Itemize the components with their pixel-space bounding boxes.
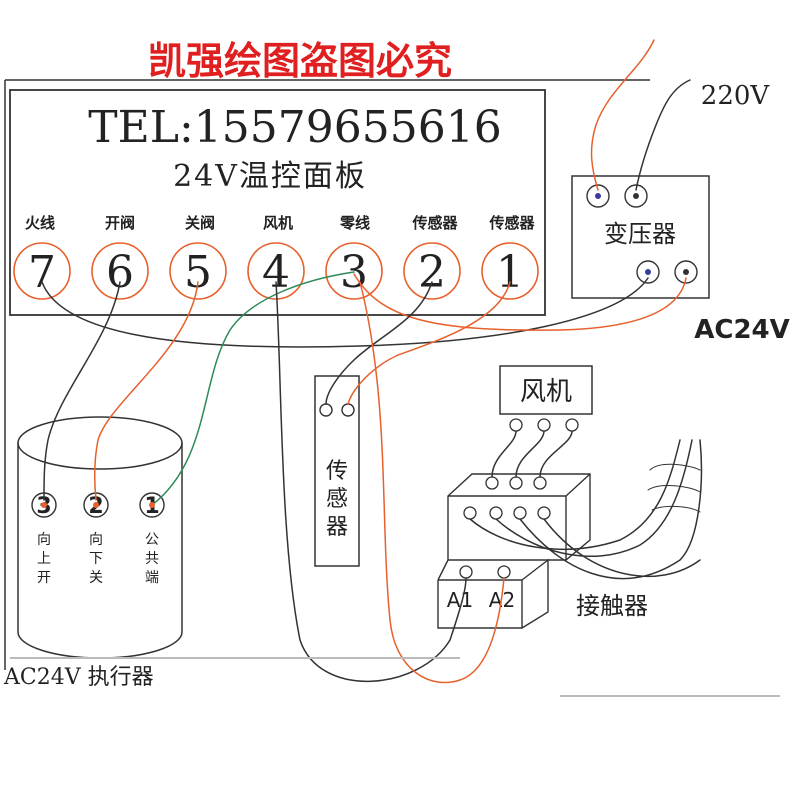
actuator-dot-3 bbox=[41, 502, 47, 508]
transformer-label: 变压器 bbox=[604, 220, 676, 248]
transformer-terminal-dot bbox=[633, 193, 639, 199]
wire-3-to-transformer bbox=[353, 273, 687, 331]
sensor-label-1: 传 bbox=[326, 459, 348, 484]
contactor-terminal bbox=[509, 476, 523, 490]
wire-3-to-contactor-a2 bbox=[359, 281, 505, 684]
wire-4-to-contactor-a1 bbox=[275, 281, 467, 683]
terminal-label-4: 风机 bbox=[263, 214, 293, 232]
terminal-num-5: 5 bbox=[184, 247, 212, 298]
wire-power-cable-1 bbox=[469, 439, 681, 550]
terminal-circle-1 bbox=[481, 242, 539, 300]
transformer-terminal-dot bbox=[595, 193, 601, 199]
terminal-circle-2 bbox=[403, 242, 461, 300]
contactor-a2-terminal bbox=[497, 565, 511, 579]
terminal-label-7: 火线 bbox=[25, 214, 55, 232]
contactor-a1-terminal bbox=[459, 565, 473, 579]
fan-box bbox=[499, 365, 593, 415]
transformer-terminal-out-1 bbox=[636, 260, 660, 284]
fan-terminal-1 bbox=[509, 418, 523, 432]
wire-5-to-actuator-2 bbox=[93, 281, 199, 501]
fan-terminal-2 bbox=[537, 418, 551, 432]
transformer-output-label: AC24V bbox=[694, 315, 790, 345]
contactor-terminal bbox=[513, 506, 527, 520]
terminal-label-6: 开阀 bbox=[105, 214, 135, 232]
actuator-desc-2a: 向 bbox=[89, 532, 103, 548]
contactor-terminal bbox=[489, 506, 503, 520]
sensor-terminal-2 bbox=[341, 403, 355, 417]
actuator-desc-3b: 上 bbox=[37, 551, 51, 567]
terminal-dots bbox=[41, 502, 155, 508]
contactor-terminal bbox=[533, 476, 547, 490]
terminal-circle-4 bbox=[247, 242, 305, 300]
contactor-terminal bbox=[463, 506, 477, 520]
contactor-label: 接触器 bbox=[576, 592, 648, 620]
transformer-terminal-dot bbox=[645, 269, 651, 275]
actuator-desc-1a: 公 bbox=[145, 532, 159, 548]
wire-7-to-transformer bbox=[41, 277, 649, 348]
wire-6-to-actuator-3 bbox=[43, 281, 121, 501]
terminal-num-7: 7 bbox=[28, 247, 56, 298]
actuator-desc-3c: 开 bbox=[37, 570, 51, 586]
wire-contactor-to-fan-2 bbox=[515, 430, 545, 478]
wire-power-cable-2 bbox=[495, 439, 693, 558]
actuator-desc-1c: 端 bbox=[145, 570, 159, 586]
wire-contactor-to-fan-3 bbox=[539, 430, 573, 478]
wire-contactor-to-fan-1 bbox=[491, 430, 517, 478]
outer-frame bbox=[4, 79, 650, 670]
contactor-terminal bbox=[485, 476, 499, 490]
contactor-terminal bbox=[537, 506, 551, 520]
sensor-box bbox=[314, 375, 360, 567]
contactor-top-block bbox=[447, 473, 591, 561]
transformer-terminal-in-1 bbox=[586, 184, 610, 208]
transformer-box bbox=[571, 175, 710, 299]
contactor-bottom-block bbox=[437, 558, 549, 629]
terminal-circle-6 bbox=[91, 242, 149, 300]
transformer-terminal-out-2 bbox=[674, 260, 698, 284]
sensor-label-2: 感 bbox=[326, 487, 348, 512]
wire-220v-neutral bbox=[635, 79, 691, 191]
actuator-desc-3a: 向 bbox=[37, 532, 51, 548]
actuator-bottom bbox=[17, 631, 183, 659]
sensor-label-3: 器 bbox=[326, 515, 348, 540]
watermark-text: 凯强绘图盗图必究 bbox=[148, 39, 452, 83]
panel-tel: TEL:15579655616 bbox=[88, 102, 501, 153]
terminal-num-2: 2 bbox=[418, 247, 446, 298]
terminal-circle-7 bbox=[13, 242, 71, 300]
wire-3-to-actuator-1 bbox=[151, 271, 355, 506]
sensor-terminal-1 bbox=[319, 403, 333, 417]
bottom-shadow-line bbox=[10, 657, 780, 697]
actuator-label: AC24V 执行器 bbox=[3, 665, 154, 690]
wire-220v-live bbox=[590, 39, 655, 191]
terminal-circle-3 bbox=[325, 242, 383, 300]
actuator-desc-2b: 下 bbox=[89, 551, 103, 567]
actuator-top bbox=[17, 416, 183, 470]
transformer-terminal-dot bbox=[683, 269, 689, 275]
terminal-circle-5 bbox=[169, 242, 227, 300]
actuator-dot-2 bbox=[93, 502, 99, 508]
actuator-desc-2c: 关 bbox=[89, 570, 103, 586]
fan-terminal-3 bbox=[565, 418, 579, 432]
cable-bundle-marks bbox=[647, 463, 701, 513]
wire-power-cable-3 bbox=[519, 439, 703, 580]
fan-label: 风机 bbox=[520, 377, 572, 407]
terminal-label-5: 关阀 bbox=[185, 214, 215, 232]
actuator: 3 2 1 向 上 开 向 下 关 公 共 端 bbox=[17, 416, 183, 659]
actuator-desc-1b: 共 bbox=[145, 551, 159, 567]
wire-2-to-sensor bbox=[325, 281, 433, 405]
panel-name: 24V温控面板 bbox=[173, 159, 367, 194]
actuator-dot-1 bbox=[149, 502, 155, 508]
actuator-body bbox=[17, 443, 183, 632]
terminal-label-3: 零线 bbox=[339, 214, 370, 232]
transformer-input-label: 220V bbox=[701, 81, 771, 111]
transformer-terminal-in-2 bbox=[624, 184, 648, 208]
terminal-label-1: 传感器 bbox=[488, 214, 535, 232]
actuator-terminal-1 bbox=[139, 492, 165, 518]
terminal-label-2: 传感器 bbox=[411, 214, 458, 232]
terminal-num-1: 1 bbox=[496, 247, 524, 298]
terminal-num-6: 6 bbox=[106, 247, 134, 298]
wire-power-cable-4 bbox=[543, 518, 701, 578]
wire-1-to-sensor bbox=[347, 281, 511, 405]
